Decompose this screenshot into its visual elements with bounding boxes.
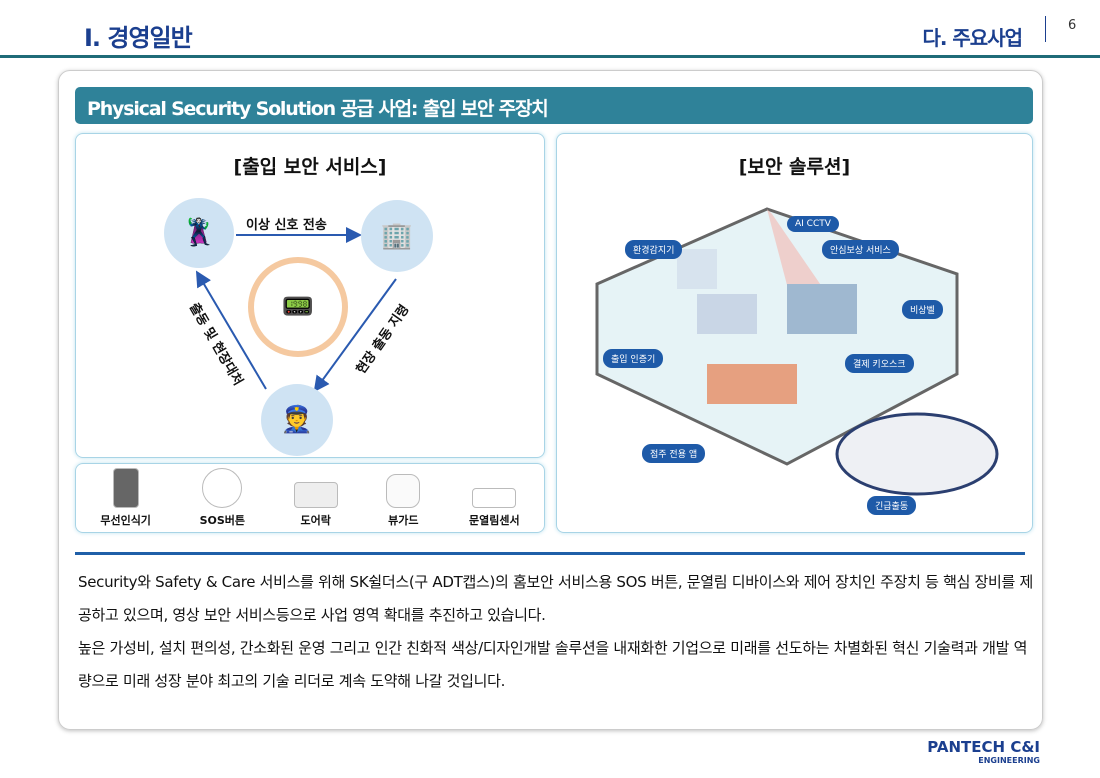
description-paragraph-2: 높은 가성비, 설치 편의성, 간소화된 운영 그리고 인간 친화적 색상/디자… (78, 639, 1028, 690)
main-device-illustration: 📟 (248, 257, 348, 357)
arrow-left (195, 270, 267, 390)
slide-title: Physical Security Solution 공급 사업: 출입 보안 … (75, 87, 1033, 124)
content-card (58, 70, 1043, 730)
intruder-illustration: 🦹 (164, 198, 234, 268)
tag-ai-cctv: AI CCTV (787, 216, 839, 232)
description-paragraph-1: Security와 Safety & Care 서비스를 위해 SK쉴더스(구 … (78, 573, 1034, 624)
tag-emergency-dispatch: 긴급출동 (867, 496, 917, 515)
logo-sub: ENGINEERING (978, 756, 1040, 765)
tag-owner-app: 점주 전용 앱 (642, 444, 706, 463)
device-label: 도어락 (300, 514, 331, 527)
tag-emergency-bell: 비상벨 (902, 300, 943, 319)
device-viewguard: 뷰가드 (386, 474, 421, 528)
device-sos-button: SOS버튼 (200, 468, 245, 528)
device-door-lock: 도어락 (293, 482, 338, 528)
logo-name: PANTECH C&I (927, 738, 1040, 756)
control-center-illustration: 🏢 (361, 200, 433, 272)
store-illustration (595, 207, 999, 496)
guard-response-illustration: 👮 (261, 384, 333, 456)
company-logo: PANTECH C&I ENGINEERING (927, 738, 1040, 765)
device-label: 뷰가드 (388, 514, 419, 527)
flow-arrows (195, 227, 397, 393)
tag-payment-kiosk: 결제 키오스크 (845, 354, 914, 373)
page-number: 6 (1068, 18, 1077, 33)
arrow-right (313, 278, 397, 393)
tag-environment-sensor: 환경감지기 (625, 240, 683, 259)
security-solution-panel: [보안 솔루션] AI CCTV 환경감지기 안심보상 서비스 비상벨 출입 인… (556, 133, 1033, 533)
device-list: 무선인식기 SOS버튼 도어락 뷰가드 문열림센서 (75, 463, 545, 533)
label-signal-transmit: 이상 신호 전송 (246, 218, 327, 233)
tag-access-authenticator: 출입 인증기 (603, 349, 664, 368)
device-label: 무선인식기 (100, 514, 151, 527)
device-label: SOS버튼 (199, 514, 246, 527)
device-label: 문열림센서 (469, 514, 520, 527)
header-divider (1045, 16, 1046, 42)
header-rule (0, 55, 1100, 58)
subsection-title: 다. 주요사업 (922, 26, 1023, 50)
panel-title: [출입 보안 서비스] (233, 156, 387, 178)
divider (75, 552, 1025, 555)
device-rfid-reader: 무선인식기 (100, 468, 151, 528)
device-door-sensor: 문열림센서 (469, 488, 520, 528)
description: Security와 Safety & Care 서비스를 위해 SK쉴더스(구 … (78, 566, 1038, 698)
section-title: I. 경영일반 (84, 24, 193, 52)
tag-insurance-service: 안심보상 서비스 (822, 240, 899, 259)
access-security-panel: [출입 보안 서비스] 🦹 🏢 👮 📟 이상 신호 전송 출동 및 현장대처 현… (75, 133, 545, 458)
panel-title: [보안 솔루션] (738, 156, 851, 178)
